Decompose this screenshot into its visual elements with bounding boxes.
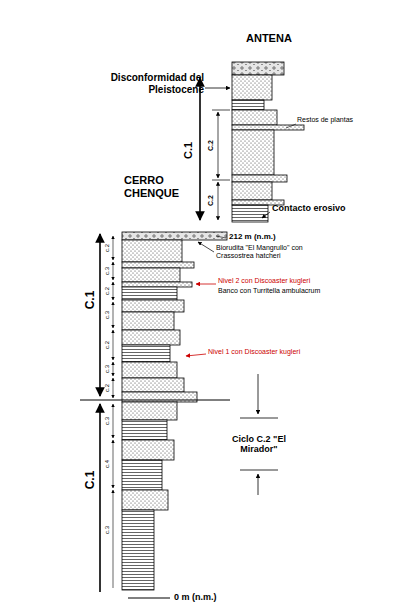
subcycle-label: c.3 <box>102 349 112 389</box>
subcycle-label: c.3 <box>102 510 112 550</box>
column-title: ANTENA <box>246 32 326 45</box>
subcycle-label: c.3 <box>102 401 112 441</box>
elevation-label: 212 m (n.m.) <box>229 232 319 241</box>
bed-note: Biorudita "El Mangrullo" con Crassostrea… <box>216 244 316 260</box>
subcycle-label: c.2 <box>102 368 112 408</box>
cycle-label: C.1 <box>82 280 98 320</box>
subcycle-label: c.2 <box>102 325 112 365</box>
cycle-label: C.2 <box>205 125 216 165</box>
datum-label: 0 m (n.m.) <box>174 592 254 602</box>
contact-label: Contacto erosivo <box>272 203 382 213</box>
stratigraphic-column: CERRO CHENQUE <box>122 232 227 590</box>
cycle-label: C.2 <box>205 180 216 220</box>
stratigraphic-column: ANTENA <box>232 62 304 222</box>
bed-note: Banco con Turritella ambulacrum <box>218 287 388 295</box>
nannofossil-level: Nivel 2 con Discoaster kugleri <box>218 277 378 285</box>
subcycle-label: c.4 <box>102 444 112 484</box>
cycle-label: C.1 <box>82 460 98 500</box>
unconformity-label: Disconformidad del Pleistocene <box>92 72 204 95</box>
nannofossil-level: Nivel 1 con Discoaster kugleri <box>208 348 368 356</box>
fossil-note: Restos de plantas <box>297 116 377 124</box>
column-title: CERRO CHENQUE <box>124 174 186 199</box>
cycle-name: Ciclo C.2 "El Mirador" <box>222 434 296 455</box>
subcycle-label: c.2 <box>102 271 112 311</box>
subcycle-label: c.3 <box>102 251 112 291</box>
subcycle-label: c.2 <box>102 228 112 268</box>
cycle-label: C.1 <box>181 130 196 170</box>
subcycle-label: c.3 <box>102 295 112 335</box>
